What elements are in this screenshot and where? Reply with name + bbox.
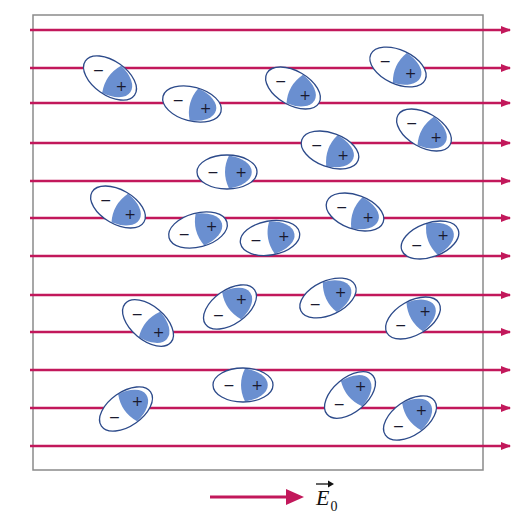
plus-sign: +	[430, 130, 442, 144]
minus-sign: −	[311, 138, 323, 152]
field-line	[30, 445, 510, 448]
minus-sign: −	[336, 200, 348, 214]
field-symbol: E	[316, 487, 329, 509]
dipole-molecule	[376, 387, 445, 449]
dipole-molecule	[159, 80, 226, 128]
minus-sign: −	[393, 419, 405, 433]
plus-sign: +	[362, 210, 374, 224]
dipole-molecule	[259, 58, 328, 117]
dipole-molecule	[364, 39, 433, 95]
dipole-molecule	[316, 363, 384, 428]
minus-sign: −	[309, 297, 321, 311]
dipole-molecule	[390, 100, 459, 159]
plus-sign: +	[251, 378, 263, 392]
dipole-molecule	[76, 47, 145, 109]
plus-sign: +	[206, 219, 218, 233]
minus-sign: −	[250, 233, 262, 247]
plus-sign: +	[278, 229, 290, 243]
plus-sign: +	[132, 394, 144, 408]
minus-sign: −	[207, 165, 219, 179]
minus-sign: −	[213, 308, 225, 322]
dipole-molecule	[296, 124, 364, 176]
plus-sign: +	[200, 101, 212, 115]
dipole-molecule	[396, 214, 464, 266]
plus-sign: +	[153, 325, 165, 339]
molecules	[76, 39, 464, 449]
plus-sign: +	[116, 79, 128, 93]
plus-sign: +	[337, 148, 349, 162]
plus-sign: +	[299, 88, 311, 102]
minus-sign: −	[100, 193, 112, 207]
dipole-molecule	[379, 288, 448, 347]
plus-sign: +	[355, 379, 367, 393]
plus-sign: +	[405, 66, 417, 80]
minus-sign: −	[179, 227, 191, 241]
minus-sign: −	[93, 63, 105, 77]
minus-sign: −	[223, 378, 235, 392]
field-line	[30, 407, 510, 410]
field-line	[30, 102, 510, 105]
field-line	[30, 180, 510, 183]
minus-sign: −	[109, 410, 121, 424]
plus-sign: +	[419, 304, 431, 318]
minus-sign: −	[333, 397, 345, 411]
dipole-molecule	[321, 186, 389, 238]
dipole-molecule	[196, 276, 265, 338]
minus-sign: −	[395, 318, 407, 332]
dipole-molecule	[197, 155, 257, 189]
field-line	[30, 331, 510, 334]
minus-sign: −	[173, 93, 185, 107]
minus-sign: −	[131, 307, 143, 321]
plus-sign: +	[335, 285, 347, 299]
field-lines	[30, 30, 510, 446]
field-subscript: 0	[330, 500, 337, 514]
dielectric-slab	[33, 15, 483, 470]
minus-sign: −	[275, 74, 287, 88]
dipole-molecule	[165, 206, 232, 254]
field-line	[30, 29, 510, 32]
minus-sign: −	[379, 54, 391, 68]
dipole-molecule	[238, 216, 303, 260]
field-arrowhead	[286, 489, 304, 505]
plus-sign: +	[416, 403, 428, 417]
dipole-molecule	[114, 291, 182, 356]
dipole-molecule	[92, 378, 161, 440]
minus-sign: −	[411, 238, 423, 252]
minus-sign: −	[406, 116, 418, 130]
dipole-molecule	[84, 177, 153, 236]
field-line	[30, 294, 510, 297]
field-line	[30, 369, 510, 372]
plus-sign: +	[124, 207, 136, 221]
plus-sign: +	[235, 165, 247, 179]
field-arrow	[210, 496, 292, 499]
plus-sign: +	[236, 292, 248, 306]
plus-sign: +	[437, 228, 449, 242]
dipole-molecule	[294, 270, 363, 326]
dipole-molecule	[213, 368, 273, 402]
